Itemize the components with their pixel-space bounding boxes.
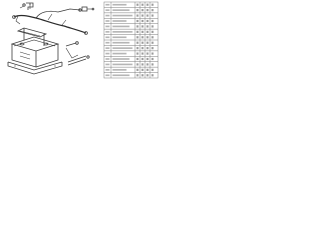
table-row-text [112, 47, 133, 49]
table-cell-mark [141, 63, 144, 66]
table-cell-mark [146, 52, 149, 55]
table-cell-mark [151, 63, 154, 66]
table-row-text [112, 52, 127, 55]
table-cell-mark [141, 74, 144, 77]
table-cell-mark [141, 30, 144, 33]
parts-illustration [7, 2, 95, 75]
table-row-ref [105, 14, 110, 17]
table-cell-mark [136, 41, 139, 44]
battery [10, 36, 60, 68]
table-cell-mark [141, 68, 144, 71]
table-cell-mark [151, 57, 154, 61]
parts-list-table [103, 1, 159, 79]
table-cell-mark [141, 36, 144, 39]
table-row-text [112, 41, 130, 44]
table-cell-mark [141, 9, 144, 12]
table-cell-mark [146, 41, 149, 44]
table-row-ref [105, 9, 110, 11]
table-row-text [112, 31, 133, 33]
table-cell-mark [146, 25, 149, 28]
bracket-clip [19, 2, 34, 10]
table-cell-mark [146, 57, 149, 61]
table-cell-mark [136, 36, 139, 39]
table-row-ref [105, 20, 110, 22]
table-cell-mark [141, 19, 144, 23]
table-cell-mark [146, 68, 149, 71]
table-cell-mark [141, 41, 144, 44]
battery-tray [7, 61, 63, 75]
table-row-text [112, 25, 130, 28]
table-row-text [112, 69, 127, 71]
table-cell-mark [136, 47, 139, 50]
table-rows [104, 3, 158, 77]
table-cell-mark [146, 14, 149, 17]
table-cell-mark [136, 3, 139, 6]
table-cell-mark [146, 74, 149, 77]
parts-diagram [7, 1, 159, 79]
table-cell-mark [141, 25, 144, 28]
table-cell-mark [151, 9, 154, 12]
table-cell-mark [141, 3, 144, 6]
mounting-bolt [65, 41, 79, 59]
table-cell-mark [136, 9, 139, 12]
table-cell-mark [141, 47, 144, 50]
table-cell-mark [146, 47, 149, 50]
table-cell-mark [136, 74, 139, 77]
table-cell-mark [151, 30, 154, 33]
table-cell-mark [146, 19, 149, 23]
table-cell-mark [136, 19, 139, 23]
table-row-text [112, 63, 133, 66]
table-cell-mark [151, 74, 154, 77]
table-row-ref [105, 69, 110, 71]
table-cell-mark [151, 19, 154, 23]
table-cell-mark [146, 30, 149, 33]
table-cell-mark [151, 25, 154, 28]
battery-cable-harness [12, 8, 88, 35]
table-row-ref [105, 36, 110, 39]
table-row-ref [105, 52, 110, 55]
rod-bracket [67, 55, 90, 66]
table-row-ref [105, 25, 110, 28]
table-cell-mark [136, 68, 139, 71]
table-cell-mark [136, 63, 139, 66]
table-cell-mark [141, 52, 144, 55]
table-cell-mark [151, 14, 154, 17]
table-row-text [112, 74, 130, 77]
table-row-ref [105, 41, 110, 44]
table-cell-mark [151, 36, 154, 39]
terminal-connector [81, 6, 95, 12]
table-cell-mark [141, 14, 144, 17]
table-cell-mark [141, 57, 144, 61]
table-row-text [112, 58, 130, 60]
table-row-ref [105, 3, 110, 6]
table-cell-mark [151, 3, 154, 6]
table-cell-mark [146, 9, 149, 12]
table-row-ref [105, 31, 110, 33]
table-cell-mark [151, 41, 154, 44]
table-cell-mark [136, 57, 139, 61]
table-row-ref [105, 58, 110, 60]
table-row-text [112, 20, 127, 22]
table-cell-mark [151, 68, 154, 71]
table-row-ref [105, 47, 110, 49]
table-row-text [112, 14, 133, 17]
table-cell-mark [136, 14, 139, 17]
table-row-text [112, 9, 130, 11]
table-row-ref [105, 74, 110, 77]
table-row-text [112, 3, 127, 6]
table-cell-mark [136, 25, 139, 28]
table-cell-mark [146, 63, 149, 66]
table-row-ref [105, 63, 110, 66]
table-cell-mark [151, 52, 154, 55]
table-cell-mark [136, 52, 139, 55]
table-cell-mark [146, 36, 149, 39]
table-cell-mark [151, 47, 154, 50]
table-cell-mark [136, 30, 139, 33]
table-row-text [112, 36, 127, 39]
table-cell-mark [146, 3, 149, 6]
